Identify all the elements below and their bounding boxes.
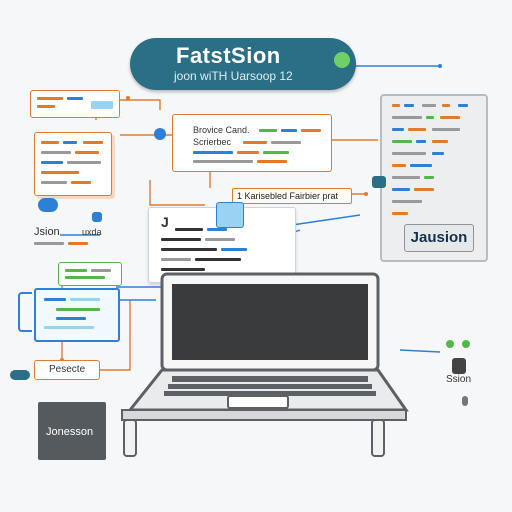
laptop [121,272,409,457]
jonesson-label: Jonesson [46,426,94,438]
app-title: FatstSion [176,43,281,68]
code-card: Brovice Cand. Scrierbec [172,114,332,172]
code-line-1: Brovice Cand. [193,125,250,135]
left-document-card [34,132,112,196]
pesecte-box: Pesecte [34,360,100,380]
leaf-icon [462,340,470,348]
status-dot-icon [334,52,350,68]
cloud-icon [38,198,58,212]
code-line-2: Scrierbec [193,137,232,147]
switch-icon [10,370,30,380]
node-icon [446,340,454,348]
blue-code-card [34,288,120,342]
file-icon [462,396,468,406]
jausion-badge-label: Jausion [410,229,468,246]
right-panel: Jausion [380,94,488,262]
jausion-badge: Jausion [404,224,474,252]
tool-icon [92,212,102,222]
tag-label: 1 Karisebled Fairbier prat [232,188,352,204]
gear-icon [154,128,166,140]
jsion-note: Jsion uxda [28,222,112,252]
jonesson-box: Jonesson [38,402,106,460]
app-subtitle: joon wiTH Uarsoop 12 [174,69,293,83]
brace-glyph: J [161,214,169,230]
title-pill: FatstSion joon wiTH Uarsoop 12 [130,38,356,90]
top-left-note [30,90,120,118]
jsion-label: Jsion [34,226,60,238]
database-icon [452,358,466,374]
pesecte-label: Pesecte [49,364,86,375]
uxda-label: uxda [82,227,102,237]
user-icon [372,176,386,188]
bracket-icon [18,292,32,332]
ssion-label: Ssion [446,374,472,385]
green-card [58,262,122,286]
cube-icon [216,202,244,228]
